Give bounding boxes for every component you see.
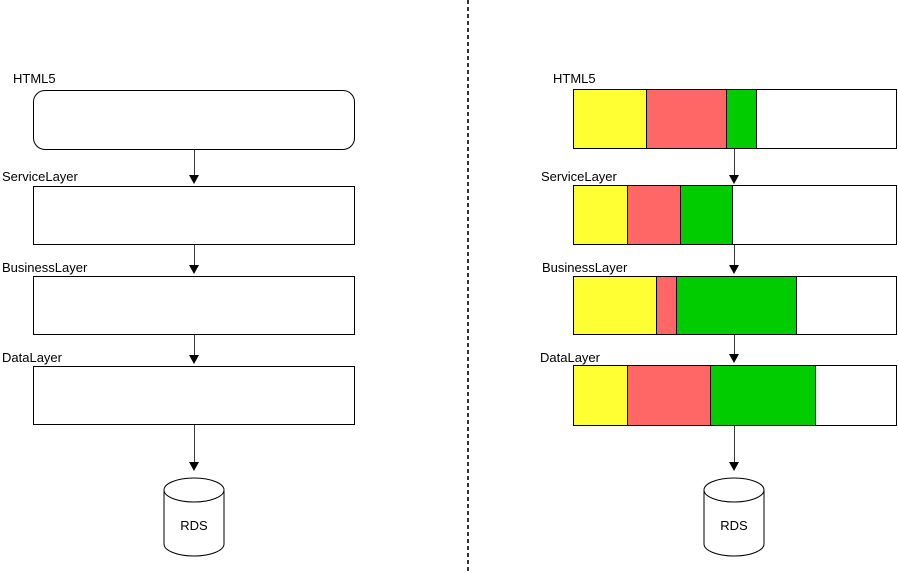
segment-white [815, 366, 897, 425]
flow-arrow-line [194, 335, 195, 355]
segment-green [681, 186, 734, 244]
flow-arrow-line [194, 150, 195, 175]
flow-arrow-head [729, 265, 739, 274]
left-label-servicelayer: ServiceLayer [2, 169, 78, 184]
flow-arrow-head [189, 462, 199, 471]
right-label-datalayer: DataLayer [540, 350, 600, 365]
segment-green [711, 366, 816, 425]
database-cylinder-right: RDS [703, 477, 765, 557]
segment-red [627, 366, 712, 425]
right-bar-html5 [573, 89, 897, 149]
flow-arrow-head [729, 462, 739, 471]
dashed-divider [467, 0, 469, 573]
segment-red [627, 186, 682, 244]
segment-green [727, 90, 757, 148]
segment-yellow [574, 366, 628, 425]
segment-red [646, 90, 728, 148]
database-label-left: RDS [180, 518, 208, 533]
segment-white [756, 90, 896, 148]
flow-arrow-head [729, 175, 739, 184]
left-box-servicelayer [33, 186, 355, 245]
left-label-businesslayer: BusinessLayer [2, 260, 88, 275]
segment-yellow [574, 186, 628, 244]
flow-arrow-line [734, 149, 735, 175]
flow-arrow-head [189, 265, 199, 274]
flow-arrow-line [194, 245, 195, 265]
flow-arrow-head [189, 175, 199, 184]
flow-arrow-head [189, 355, 199, 364]
right-label-servicelayer: ServiceLayer [541, 169, 617, 184]
segment-white [796, 277, 896, 334]
segment-red [657, 277, 678, 334]
right-bar-servicelayer [573, 185, 897, 245]
right-label-html5: HTML5 [553, 71, 596, 86]
left-label-datalayer: DataLayer [2, 350, 62, 365]
segment-yellow [574, 90, 647, 148]
right-bar-businesslayer [573, 276, 897, 335]
left-label-html5: HTML5 [13, 71, 56, 86]
right-label-businesslayer: BusinessLayer [542, 260, 628, 275]
left-box-datalayer [33, 366, 355, 425]
segment-green [677, 277, 797, 334]
left-box-html5 [33, 90, 355, 150]
flow-arrow-line [734, 245, 735, 265]
segment-yellow [574, 277, 658, 334]
database-label-right: RDS [720, 518, 748, 533]
right-bar-datalayer [573, 365, 897, 426]
segment-white [733, 186, 897, 244]
flow-arrow-line [194, 425, 195, 462]
flow-arrow-line [734, 426, 735, 462]
flow-arrow-head [729, 354, 739, 363]
flow-arrow-line [734, 335, 735, 354]
left-box-businesslayer [33, 276, 355, 335]
database-cylinder-left: RDS [163, 477, 225, 557]
